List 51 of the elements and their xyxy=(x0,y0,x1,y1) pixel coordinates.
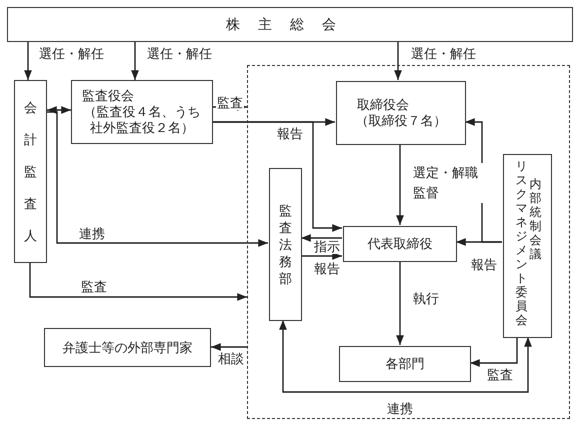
edge-label: 報告 xyxy=(313,262,341,276)
arrow xyxy=(213,121,342,232)
edge-label: 連携 xyxy=(386,402,414,416)
process-box xyxy=(343,226,457,262)
box-label: 会計監査人 xyxy=(24,98,37,244)
process-box xyxy=(44,328,211,367)
arrow xyxy=(301,234,342,242)
process-box xyxy=(269,168,302,321)
edge-label: 選任・解任 xyxy=(38,47,105,61)
arrow xyxy=(29,263,247,301)
edge-label: 相談 xyxy=(217,352,245,366)
edge-label: 監査 xyxy=(80,280,108,294)
process-box xyxy=(336,81,466,145)
process-box xyxy=(71,80,213,144)
edge-label: 執行 xyxy=(412,292,440,306)
dashed-region xyxy=(247,65,570,419)
edge-label: 選任・解任 xyxy=(410,47,477,61)
arrow xyxy=(47,106,71,114)
edge-label: 報告 xyxy=(470,258,498,272)
arrow xyxy=(301,252,342,260)
arrow xyxy=(396,261,404,345)
box-label: 監査法務部 xyxy=(279,202,292,287)
box-label: 監査役会 xyxy=(82,88,134,104)
process-box xyxy=(339,346,471,382)
arrow xyxy=(24,42,32,80)
arrow xyxy=(131,42,139,80)
arrow xyxy=(47,111,268,247)
arrow xyxy=(279,320,532,393)
arrow xyxy=(394,42,402,80)
process-box xyxy=(7,7,573,42)
box-label: 取締役会 xyxy=(357,97,409,113)
box-label: 株主総会 xyxy=(226,16,354,34)
box-label: 代表取締役 xyxy=(368,235,432,253)
process-box xyxy=(503,154,552,338)
arrow xyxy=(456,238,502,246)
edge-label: 選任・解任 xyxy=(146,47,213,61)
edge-label: 報告 xyxy=(276,127,304,141)
process-box xyxy=(14,80,47,263)
arrow xyxy=(470,337,518,367)
edge-label: 指示 xyxy=(313,240,341,254)
edge-label: 選定・解職監督 xyxy=(412,163,486,203)
arrow xyxy=(396,144,404,225)
box-label: リスクマネジメント委員会 xyxy=(516,159,528,327)
edge-label: 連携 xyxy=(78,227,106,241)
arrow xyxy=(211,343,247,351)
box-sublabel: （取締役７名） xyxy=(356,113,446,129)
box-sublabel: （監査役４名、うち社外監査役２名） xyxy=(82,104,202,136)
box-label: 弁護士等の外部専門家 xyxy=(62,338,192,356)
edge-label: 監査 xyxy=(486,368,514,382)
box-label: 各部門 xyxy=(386,355,424,373)
box-sublabel: 内部統制会議 xyxy=(530,177,542,261)
